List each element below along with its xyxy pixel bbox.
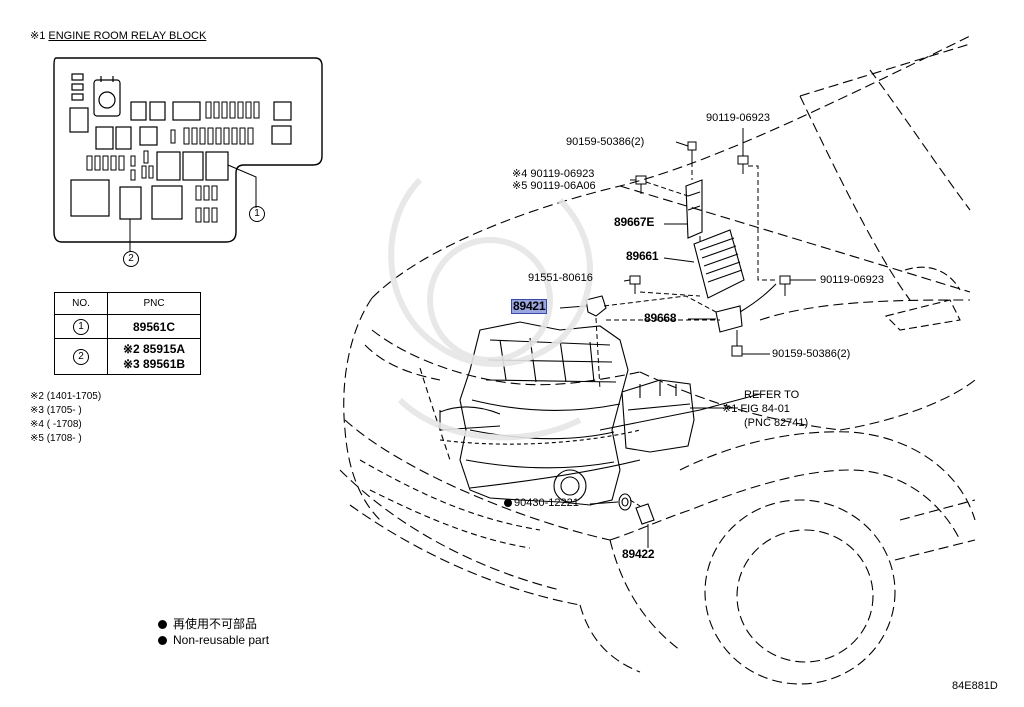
footnote: ※5 (1708- ) <box>30 433 82 444</box>
non-reusable-bullet-icon <box>504 499 512 508</box>
part-label-90119-06923-mid[interactable]: ※4 90119-06923 <box>512 168 595 180</box>
relay-callout-1[interactable]: 1 <box>249 206 265 222</box>
part-label-90159-50386-bottom[interactable]: 90159-50386(2) <box>772 348 851 360</box>
part-label-90119-06923-right[interactable]: 90119-06923 <box>820 274 885 286</box>
watermark-emblem <box>388 177 593 441</box>
non-reusable-bullet-icon <box>158 620 167 630</box>
part-label-89421-highlighted[interactable]: 89421 <box>510 299 548 314</box>
col-pnc: PNC <box>107 292 201 315</box>
relay-block-heading: ※1 ENGINE ROOM RELAY BLOCK <box>30 30 206 43</box>
leader-lines <box>595 162 776 507</box>
part-label-89668[interactable]: 89668 <box>644 311 677 325</box>
refer-to-note[interactable]: REFER TO ※1 FIG 84-01 (PNC 82741) <box>722 389 809 429</box>
note-mark: ※1 <box>30 30 46 42</box>
bolt-icons <box>629 141 791 357</box>
footnote: ※2 (1401-1705) <box>30 391 102 402</box>
row-no-cell: 1 <box>54 314 108 339</box>
part-label-89667e[interactable]: 89667E <box>614 215 655 229</box>
engine-assembly-drawing <box>439 321 761 506</box>
row-no-cell: 2 <box>54 338 108 375</box>
pnc-cell[interactable]: 89561C <box>107 314 201 339</box>
part-label-90430-12221[interactable]: 90430-12221 <box>504 497 579 510</box>
legend-en: Non-reusable part <box>158 634 269 647</box>
diagram-id: 84E881D <box>952 680 998 692</box>
footnote: ※3 (1705- ) <box>30 405 82 416</box>
table-row: 1 89561C <box>54 314 201 339</box>
ecu-parts-drawing <box>585 141 791 525</box>
table-row: 2 ※2 85915A ※3 89561B <box>54 338 201 375</box>
part-label-90119-06923-top[interactable]: 90119-06923 <box>706 112 771 124</box>
relay-block-drawing <box>53 57 323 252</box>
non-reusable-bullet-icon <box>158 636 167 646</box>
part-label-90119-06a06[interactable]: ※5 90119-06A06 <box>512 180 596 192</box>
legend-jp: 再使用不可部品 <box>158 618 257 631</box>
col-no: NO. <box>54 292 108 315</box>
part-label-91551-80616[interactable]: 91551-80616 <box>528 272 593 284</box>
relay-block-title: ENGINE ROOM RELAY BLOCK <box>48 30 207 42</box>
footnote: ※4 ( -1708) <box>30 419 82 430</box>
part-label-89422[interactable]: 89422 <box>622 547 655 561</box>
part-label-90159-50386-top[interactable]: 90159-50386(2) <box>566 136 645 148</box>
pnc-table-header: NO. PNC <box>54 292 201 315</box>
vehicle-body-drawing <box>339 35 976 685</box>
relay-callout-2[interactable]: 2 <box>123 251 139 267</box>
label-leaders <box>559 128 816 548</box>
pnc-cell[interactable]: ※2 85915A ※3 89561B <box>107 338 201 375</box>
part-label-89661[interactable]: 89661 <box>626 249 659 263</box>
pnc-table: NO. PNC 1 89561C 2 ※2 85915A ※3 89561B <box>54 292 201 375</box>
